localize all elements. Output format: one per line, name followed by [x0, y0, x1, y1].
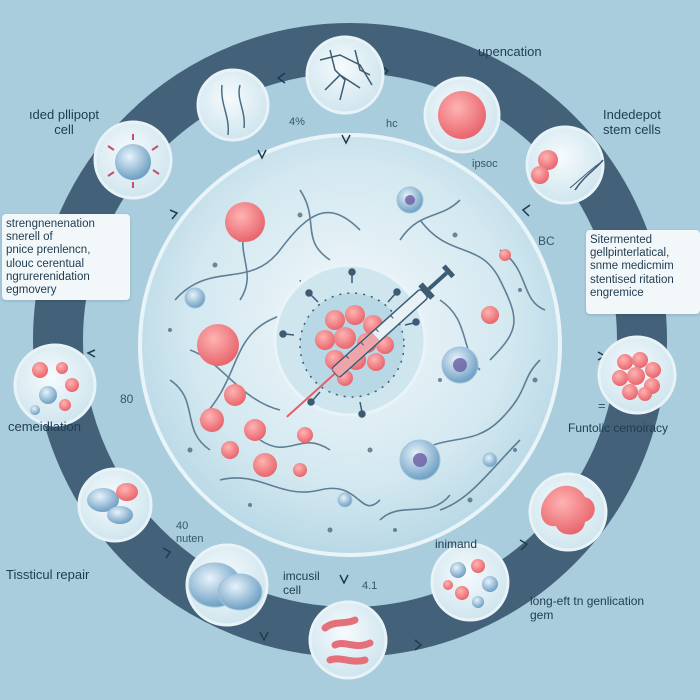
right-box-text: Sitermented gellpinterlatical, snme medi…	[590, 234, 674, 299]
label-left-middle: cemeidlation	[8, 419, 81, 434]
label-47: 4%	[289, 116, 305, 128]
left-label-box	[2, 214, 130, 300]
red-cell-icon	[438, 91, 486, 139]
label-bottom-center: imcusil cell	[283, 569, 320, 597]
mixed-cells-icon	[443, 559, 498, 608]
cell-cluster-icon	[30, 362, 79, 415]
fiber-network-icon	[319, 49, 373, 101]
label-ipsoc: ipsoc	[472, 158, 498, 170]
label-bc: BC	[538, 234, 555, 248]
label-80: 80	[120, 392, 134, 406]
label-bottom-left: Tissticul repair	[6, 567, 90, 582]
ring-arrows	[86, 65, 607, 651]
label-bottom-right: long-eft tn genlication gem	[530, 594, 645, 622]
label-right-middle: Funtolic cemoiracy	[568, 421, 669, 435]
label-inimand: inimand	[435, 537, 478, 551]
label-top-center: upencation	[478, 44, 542, 59]
virus-icon	[107, 134, 160, 188]
red-cluster-icon	[612, 352, 661, 401]
left-box-text: strengnenenation snerell of pnice prenle…	[6, 218, 95, 297]
label-hc: hc	[386, 118, 398, 130]
tissue-fragment-icon	[221, 84, 245, 136]
label-top-left: ıded pllipopt cell	[28, 107, 100, 137]
syringe-icon	[286, 264, 456, 418]
label-40: 40 nuten	[176, 520, 204, 545]
nucleus-spikes	[279, 268, 420, 418]
label-top-right: Indedepot stem cells	[603, 107, 661, 137]
dna-strand-icon	[531, 150, 604, 191]
tissue-flower-icon	[541, 485, 595, 535]
organelle-icon	[87, 483, 138, 524]
blue-cells-icon	[188, 562, 263, 611]
label-41: 4.1	[362, 580, 378, 592]
right-label-box	[586, 230, 700, 314]
worm-cells-icon	[321, 616, 374, 665]
label-equals: =	[598, 398, 606, 413]
red-cells-inside	[197, 202, 511, 477]
